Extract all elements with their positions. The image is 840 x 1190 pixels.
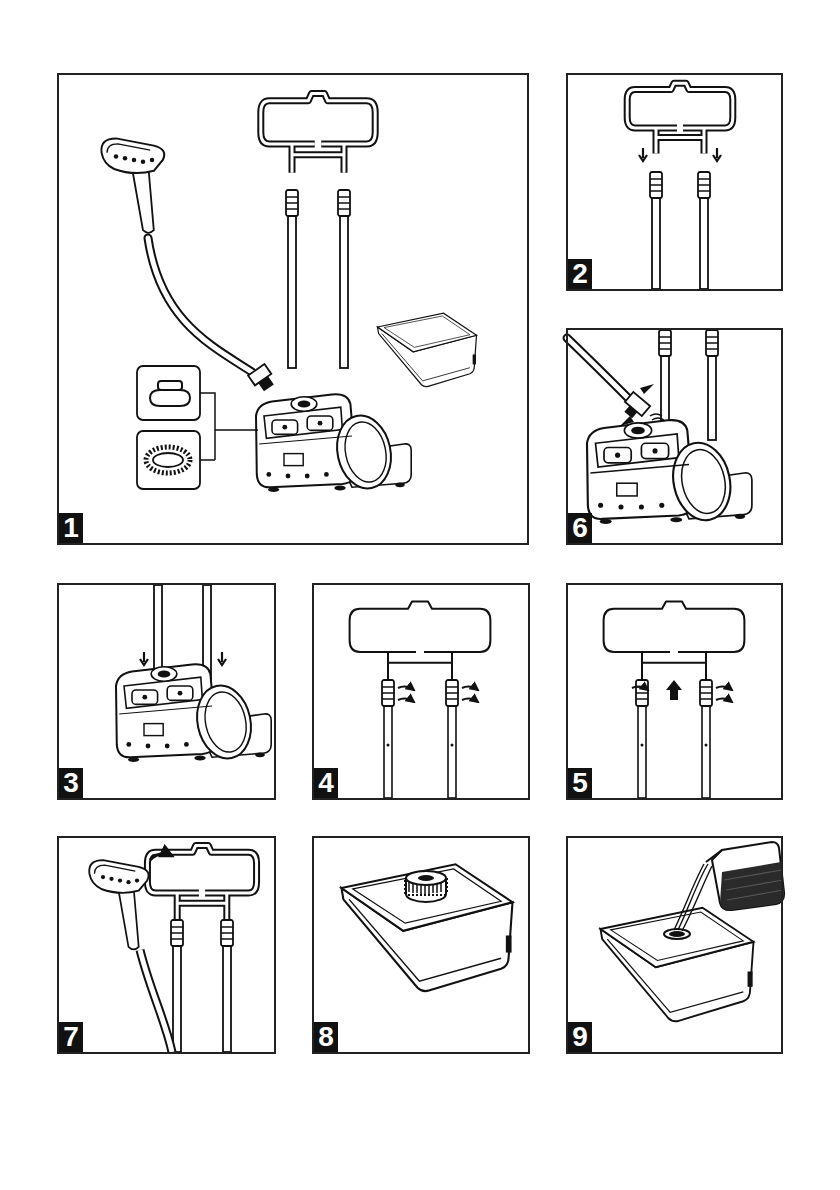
step-number: 9 xyxy=(568,1022,592,1052)
handle-attach-illustration xyxy=(627,83,733,289)
tank-cap-illustration xyxy=(342,864,513,991)
step-number: 5 xyxy=(568,768,592,798)
step-number: 1 xyxy=(59,513,83,543)
tank-fill-illustration xyxy=(601,842,785,1021)
lock-rotate-illustration xyxy=(350,602,491,798)
step-panel: 4 xyxy=(312,583,530,800)
step-number: 3 xyxy=(59,768,83,798)
hang-head-illustration xyxy=(89,845,256,1052)
hose-connect-illustration xyxy=(567,330,752,526)
step-panel: 1 xyxy=(57,73,529,545)
step-panel: 5 xyxy=(566,583,783,800)
step-number: 6 xyxy=(568,513,592,543)
step-panel: 8 xyxy=(312,836,530,1054)
step-number: 7 xyxy=(59,1022,83,1052)
step-panel: 2 xyxy=(566,73,783,291)
step-panel: 7 xyxy=(57,836,276,1054)
step-panel: 3 xyxy=(57,583,276,800)
step-number: 2 xyxy=(568,259,592,289)
step-number: 8 xyxy=(314,1022,338,1052)
step-number: 4 xyxy=(314,768,338,798)
step-panel: 9 xyxy=(566,836,783,1054)
overview-illustration xyxy=(101,94,476,494)
step-panel: 6 xyxy=(566,328,783,545)
lock-push-illustration xyxy=(604,602,745,798)
poles-insert-illustration xyxy=(116,585,271,763)
